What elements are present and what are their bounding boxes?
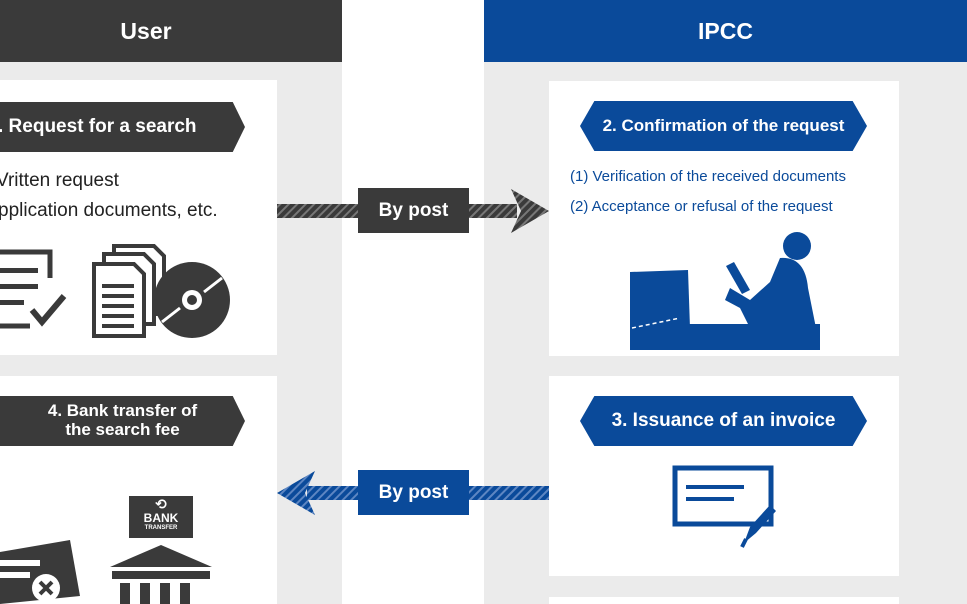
bank-icon xyxy=(110,545,212,604)
step2-label: 2. Confirmation of the request xyxy=(580,101,867,151)
ipcc-column-title: IPCC xyxy=(698,17,753,44)
arrow-right-label: By post xyxy=(358,188,469,233)
step4-label: 4. Bank transfer of the search fee xyxy=(0,396,245,446)
ipcc-column-header: IPCC xyxy=(484,0,967,62)
checklist-icon xyxy=(0,249,67,329)
step3-label: 3. Issuance of an invoice xyxy=(580,396,867,446)
step1-label: . Request for a search xyxy=(0,102,245,152)
user-column-title: User xyxy=(120,17,172,44)
step2-item2: (2) Acceptance or refusal of the request xyxy=(570,198,833,215)
invoice-icon xyxy=(672,465,776,548)
bank-sign-line1: BANK xyxy=(143,511,179,525)
bank-transfer-sign-icon: ⟲ BANK TRANSFER xyxy=(129,496,193,538)
documents-icon xyxy=(92,244,166,338)
user-column-header: User xyxy=(0,0,342,62)
transfer-arrows-icon: ⟲ xyxy=(155,496,167,512)
office-worker-icon xyxy=(630,232,820,350)
bank-sign-line2: TRANSFER xyxy=(144,525,178,531)
step1-line1: Vritten request xyxy=(0,170,119,191)
step2-item1: (1) Verification of the received documen… xyxy=(570,168,846,185)
step5-card xyxy=(549,597,899,604)
disc-icon xyxy=(154,262,230,338)
arrow-left-label: By post xyxy=(358,470,469,515)
credit-card-icon xyxy=(0,540,80,604)
step1-line2: pplication documents, etc. xyxy=(0,200,218,221)
